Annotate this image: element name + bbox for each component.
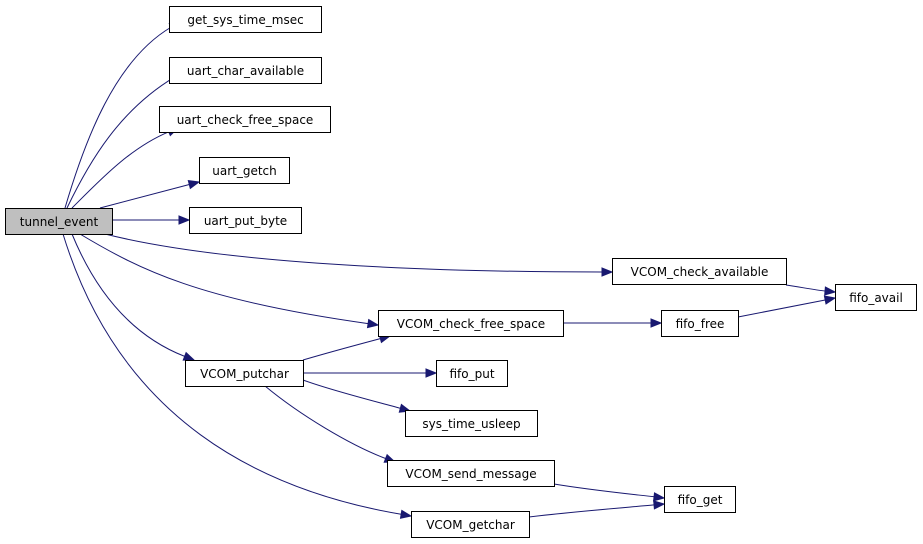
node-box	[199, 157, 290, 184]
edge-tunnel_event-to-uart_char_available	[66, 71, 185, 209]
edge-line	[785, 284, 826, 292]
node-label: get_sys_time_msec	[187, 13, 303, 27]
arrowhead-icon	[601, 267, 614, 277]
edge-VCOM_send_message-to-fifo_get	[553, 483, 666, 502]
arrowhead-icon	[182, 351, 196, 361]
node-fifo-put[interactable]: fifo_put	[436, 360, 508, 387]
edge-line	[104, 233, 603, 273]
node-vcom-getchar[interactable]: VCOM_getchar	[411, 511, 530, 538]
node-label: fifo_avail	[849, 291, 903, 305]
node-box	[612, 258, 787, 285]
node-fifo-get[interactable]: fifo_get	[664, 486, 736, 513]
node-label: fifo_get	[678, 493, 723, 507]
edge-line	[302, 379, 401, 409]
edge-VCOM_check_available-to-fifo_avail	[785, 284, 837, 296]
edge-tunnel_event-to-VCOM_putchar	[71, 233, 196, 361]
arrowhead-icon	[650, 318, 663, 328]
node-label: uart_check_free_space	[177, 113, 314, 127]
edge-line	[302, 338, 381, 361]
node-label: uart_getch	[212, 164, 277, 178]
node-label: VCOM_send_message	[405, 467, 536, 481]
node-box	[185, 360, 304, 387]
arrowhead-icon	[823, 295, 837, 305]
node-uart-check-free-space[interactable]: uart_check_free_space	[159, 106, 331, 133]
arrowhead-icon	[653, 492, 666, 502]
edge-VCOM_putchar-to-sys_time_usleep	[302, 379, 412, 413]
node-fifo-avail[interactable]: fifo_avail	[835, 284, 917, 311]
edge-layer	[62, 21, 837, 519]
edge-line	[737, 299, 826, 318]
node-vcom-check-available[interactable]: VCOM_check_available	[612, 258, 787, 285]
node-box	[189, 207, 302, 234]
node-box	[835, 284, 917, 311]
node-box	[664, 486, 736, 513]
node-tunnel-event: tunnel_event	[5, 208, 113, 235]
arrowhead-icon	[366, 318, 380, 329]
edge-line	[528, 504, 655, 518]
edge-tunnel_event-to-VCOM_check_available	[104, 233, 614, 277]
node-sys-time-usleep[interactable]: sys_time_usleep	[405, 410, 538, 437]
node-label: VCOM_putchar	[200, 367, 289, 381]
edge-line	[553, 483, 655, 498]
edge-VCOM_getchar-to-fifo_get	[528, 500, 666, 518]
node-layer: tunnel_event get_sys_time_msec uart_char_a…	[5, 6, 917, 538]
node-fifo-free[interactable]: fifo_free	[661, 310, 739, 337]
edge-line	[99, 184, 190, 209]
node-label: VCOM_check_available	[631, 265, 769, 279]
node-box	[5, 208, 113, 235]
node-box	[661, 310, 739, 337]
node-box	[159, 106, 331, 133]
edge-tunnel_event-to-VCOM_check_free_space	[79, 233, 380, 329]
edge-line	[79, 233, 369, 325]
edge-tunnel_event-to-uart_getch	[99, 180, 201, 209]
node-vcom-check-free-space[interactable]: VCOM_check_free_space	[378, 310, 564, 337]
node-uart-getch[interactable]: uart_getch	[199, 157, 290, 184]
node-box	[411, 511, 530, 538]
node-label: tunnel_event	[20, 215, 99, 229]
edge-line	[71, 233, 185, 357]
node-label: VCOM_getchar	[426, 518, 515, 532]
edge-fifo_free-to-fifo_avail	[737, 295, 837, 318]
node-uart-put-byte[interactable]: uart_put_byte	[189, 207, 302, 234]
edge-tunnel_event-to-uart_put_byte	[112, 215, 191, 225]
node-box	[169, 57, 322, 84]
node-label: fifo_free	[676, 317, 725, 331]
node-label: sys_time_usleep	[422, 417, 520, 431]
arrowhead-icon	[399, 509, 413, 519]
node-label: fifo_put	[449, 367, 494, 381]
arrowhead-icon	[425, 368, 438, 378]
node-box	[405, 410, 538, 437]
edge-VCOM_putchar-to-VCOM_send_message	[264, 385, 397, 463]
node-box	[436, 360, 508, 387]
edge-tunnel_event-to-VCOM_getchar	[62, 233, 413, 519]
edge-line	[64, 26, 172, 209]
arrowhead-icon	[824, 286, 837, 296]
edge-VCOM_putchar-to-fifo_put	[303, 368, 438, 378]
edge-VCOM_check_free_space-to-fifo_free	[563, 318, 663, 328]
edge-line	[71, 131, 169, 209]
edge-line	[62, 233, 402, 515]
edge-VCOM_putchar-to-VCOM_check_free_space	[302, 334, 392, 361]
edge-line	[66, 76, 175, 209]
node-vcom-send-message[interactable]: VCOM_send_message	[387, 460, 555, 487]
edge-line	[264, 385, 386, 459]
arrowhead-icon	[178, 215, 191, 225]
node-label: uart_put_byte	[204, 214, 287, 228]
node-vcom-putchar[interactable]: VCOM_putchar	[185, 360, 304, 387]
arrowhead-icon	[653, 500, 666, 510]
node-get-sys-time-msec[interactable]: get_sys_time_msec	[169, 6, 322, 33]
node-label: uart_char_available	[187, 64, 304, 78]
node-box	[378, 310, 564, 337]
node-box	[169, 6, 322, 33]
node-label: VCOM_check_free_space	[397, 317, 545, 331]
arrowhead-icon	[187, 180, 201, 190]
node-uart-char-available[interactable]: uart_char_available	[169, 57, 322, 84]
node-box	[387, 460, 555, 487]
